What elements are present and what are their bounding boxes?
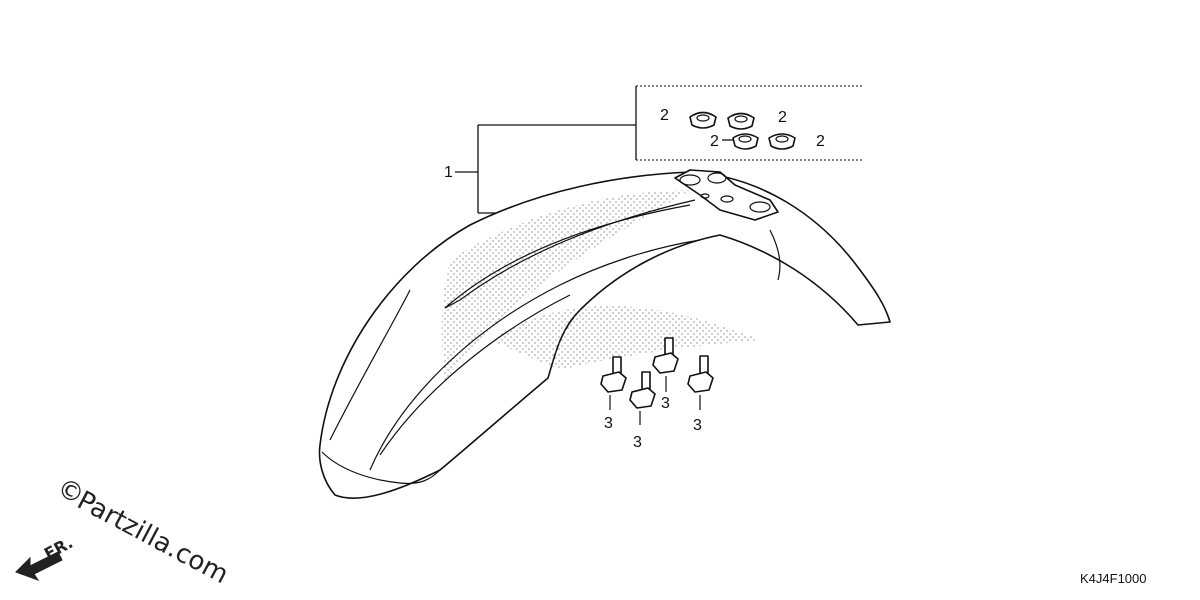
callout-label-bolt: 3 [693, 417, 702, 434]
callout-label-bolt: 3 [604, 415, 613, 432]
callout-label-grommet: 2 [660, 107, 669, 124]
callout-label-grommet: 2 [816, 133, 825, 150]
flange-bolt-part [600, 356, 627, 410]
grommet-part [689, 111, 717, 129]
flange-bolt-part [687, 355, 714, 410]
grommet-kit-box [635, 85, 864, 161]
watermark-brand: Partzilla.com [72, 486, 233, 591]
direction-arrow-icon [15, 551, 63, 581]
grommet-part [732, 133, 759, 150]
flange-bolt-part [652, 337, 679, 392]
grommet-part [768, 133, 796, 150]
flange-bolt-part [629, 371, 656, 425]
callout-label-bolt: 3 [633, 434, 642, 451]
watermark: © Partzilla.com [52, 473, 233, 591]
callout-label-fender: 1 [444, 164, 453, 181]
front-fender-part [318, 169, 891, 499]
front-direction-indicator: FR. [15, 533, 76, 581]
callout-label-bolt: 3 [661, 395, 670, 412]
callout-label-grommet: 2 [710, 133, 719, 150]
grommet-part [727, 112, 755, 130]
callout-label-grommet: 2 [778, 109, 787, 126]
diagram-code: K4J4F1000 [1080, 571, 1147, 586]
